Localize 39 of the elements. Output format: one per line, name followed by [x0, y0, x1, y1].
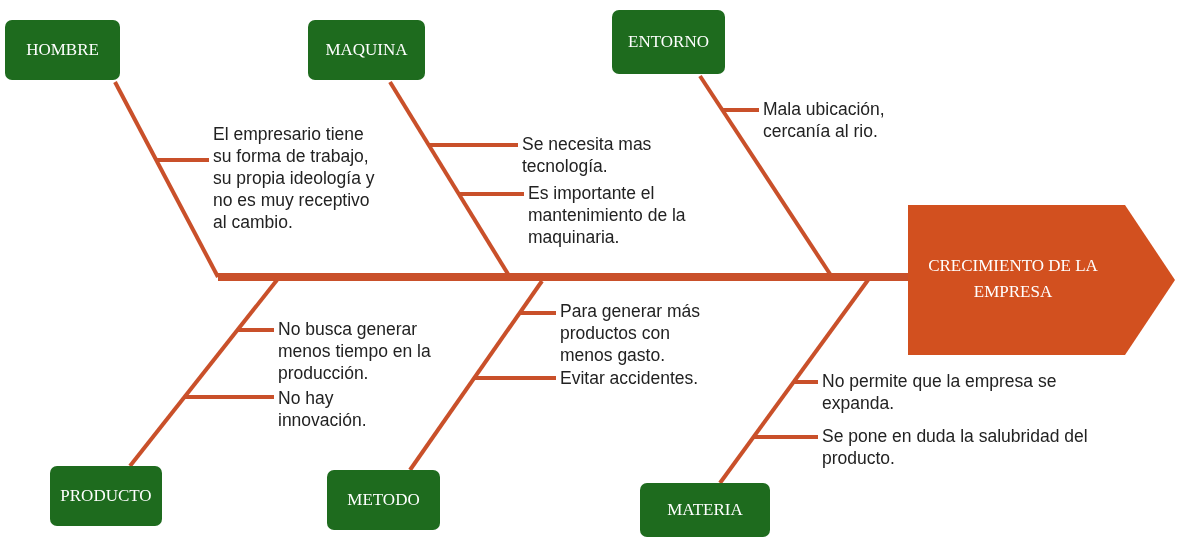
cause-text: No hay innovación.	[278, 388, 367, 430]
cause-text: El empresario tiene su forma de trabajo, su propia ideología y no es muy receptivo al cambio.	[213, 124, 375, 232]
bone-line	[128, 278, 279, 468]
cause-text: No busca generar menos tiempo en la producción.	[278, 319, 431, 383]
category-label: MAQUINA	[325, 40, 408, 60]
category-label: PRODUCTO	[60, 486, 152, 506]
rib-line	[156, 158, 209, 162]
bone-line	[388, 80, 510, 276]
effect-label: CRECIMIENTO DE LA EMPRESA	[927, 255, 1099, 303]
rib-line	[428, 143, 518, 147]
cause-text: Mala ubicación, cercanía al rio.	[763, 99, 885, 141]
category-box	[308, 20, 425, 80]
category-box	[327, 470, 440, 530]
rib-line	[753, 435, 818, 439]
bone-line	[718, 278, 870, 485]
category-label: METODO	[347, 490, 420, 510]
cause-text: Se pone en duda la salubridad del producto.	[822, 426, 1088, 468]
bone-line	[408, 279, 544, 472]
category-box	[5, 20, 120, 80]
cause-text: Es importante el mantenimiento de la maquinaria.	[528, 183, 686, 247]
category-label: HOMBRE	[26, 40, 99, 60]
category-label: ENTORNO	[628, 32, 709, 52]
rib-line	[793, 380, 818, 384]
cause-text: No permite que la empresa se expanda.	[822, 371, 1057, 413]
category-box	[640, 483, 770, 537]
bone-line	[698, 74, 832, 276]
category-box	[612, 10, 725, 74]
rib-line	[474, 376, 556, 380]
rib-line	[722, 108, 759, 112]
category-label: MATERIA	[667, 500, 743, 520]
rib-line	[237, 328, 274, 332]
bone-line	[113, 81, 220, 278]
rib-line	[458, 192, 524, 196]
rib-line	[519, 311, 556, 315]
cause-text: Para generar más productos con menos gasto.	[560, 301, 701, 365]
category-box	[50, 466, 162, 526]
cause-text: Evitar accidentes.	[560, 368, 699, 388]
cause-text: Se necesita mas tecnología.	[522, 134, 652, 176]
rib-line	[184, 395, 274, 399]
